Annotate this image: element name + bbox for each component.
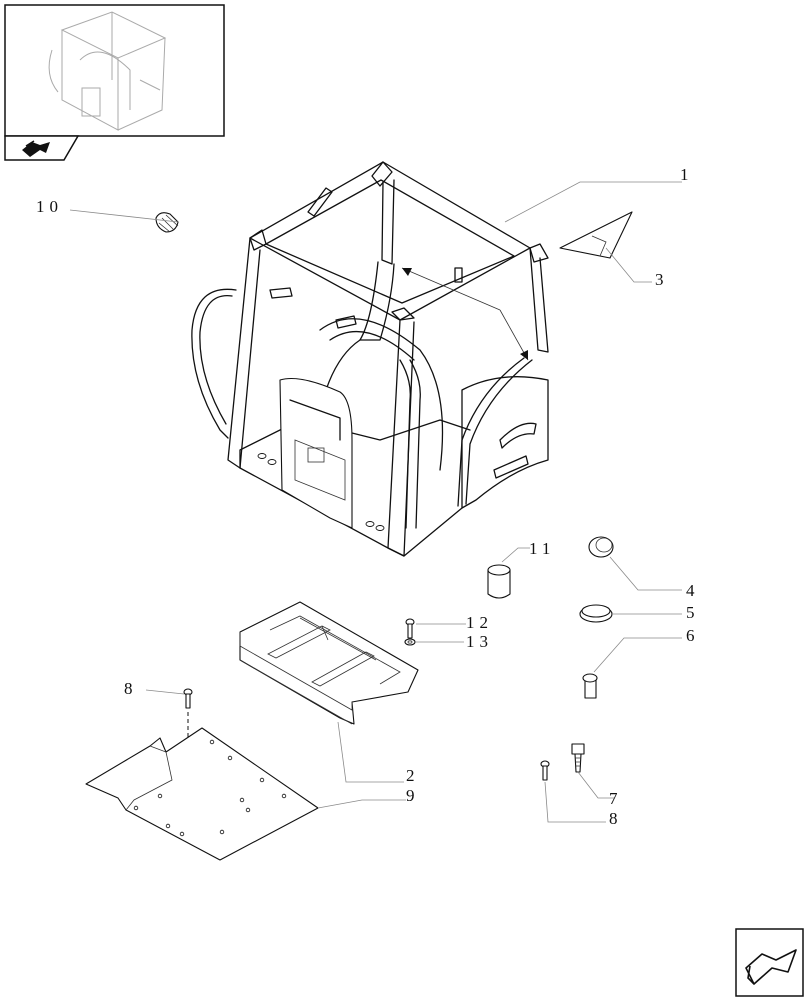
callout-13: 13 bbox=[466, 632, 493, 651]
part-3-bracket bbox=[559, 211, 633, 259]
part-6-pin bbox=[582, 673, 598, 699]
arrow-left-icon[interactable] bbox=[735, 928, 804, 997]
callout-5: 5 bbox=[686, 603, 700, 622]
callout-9: 9 bbox=[406, 786, 420, 805]
part-7-bolt bbox=[571, 743, 585, 773]
callout-7: 7 bbox=[609, 789, 623, 808]
part-4-plug bbox=[588, 536, 614, 558]
part-12-screw bbox=[405, 618, 415, 639]
callout-1: 1 bbox=[680, 165, 694, 184]
callout-8-left: 8 bbox=[124, 679, 138, 698]
callout-11: 11 bbox=[529, 539, 555, 558]
part-5-cap bbox=[579, 604, 613, 623]
callout-12: 12 bbox=[466, 613, 493, 632]
callout-6: 6 bbox=[686, 626, 700, 645]
callout-10: 10 bbox=[36, 197, 63, 216]
part-1-cab-frame bbox=[191, 161, 549, 557]
callout-4: 4 bbox=[686, 581, 700, 600]
callout-3: 3 bbox=[655, 270, 669, 289]
callout-2: 2 bbox=[406, 766, 420, 785]
callout-8-right: 8 bbox=[609, 809, 623, 828]
part-11-spacer bbox=[487, 564, 511, 599]
part-10-knob bbox=[155, 212, 179, 233]
part-8-screw-right bbox=[540, 760, 550, 781]
cab-frame-thumbnail bbox=[48, 11, 167, 131]
arrow-right-icon[interactable] bbox=[4, 135, 80, 161]
part-2-floor-plate bbox=[239, 601, 419, 725]
part-13-washer bbox=[404, 638, 416, 646]
part-9-floor-mat bbox=[85, 727, 319, 861]
thumbnail-panel[interactable] bbox=[4, 4, 225, 137]
leader-lines bbox=[69, 181, 682, 823]
callout-labels: 1 2 3 4 5 6 7 8 8 9 10 11 12 13 bbox=[36, 165, 700, 828]
